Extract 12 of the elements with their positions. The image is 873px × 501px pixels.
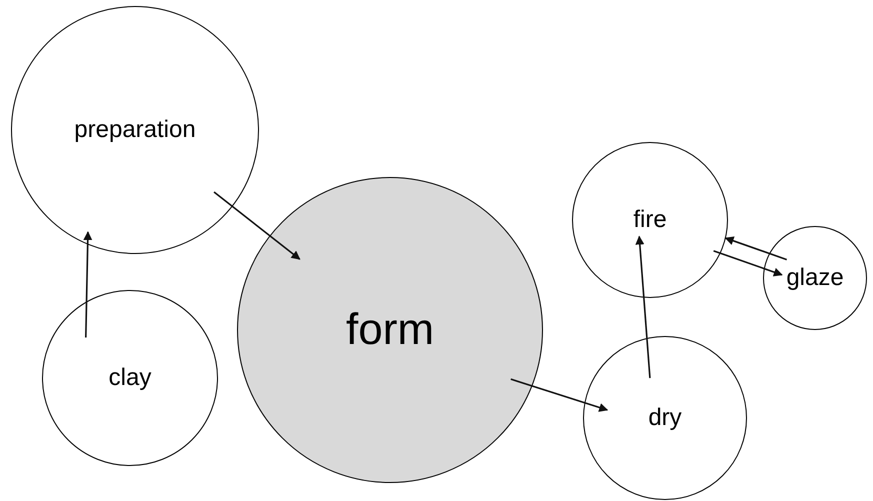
- node-label: form: [346, 304, 434, 356]
- node-label: preparation: [74, 115, 196, 145]
- arrow: [83, 231, 92, 338]
- arrow: [635, 236, 651, 378]
- arrow: [724, 236, 788, 260]
- node-label: clay: [108, 363, 152, 393]
- arrow: [713, 250, 783, 276]
- node-label: dry: [648, 403, 682, 433]
- node-label: fire: [633, 205, 667, 235]
- node-label: glaze: [786, 263, 844, 293]
- arrow: [214, 191, 300, 260]
- arrow: [510, 378, 608, 412]
